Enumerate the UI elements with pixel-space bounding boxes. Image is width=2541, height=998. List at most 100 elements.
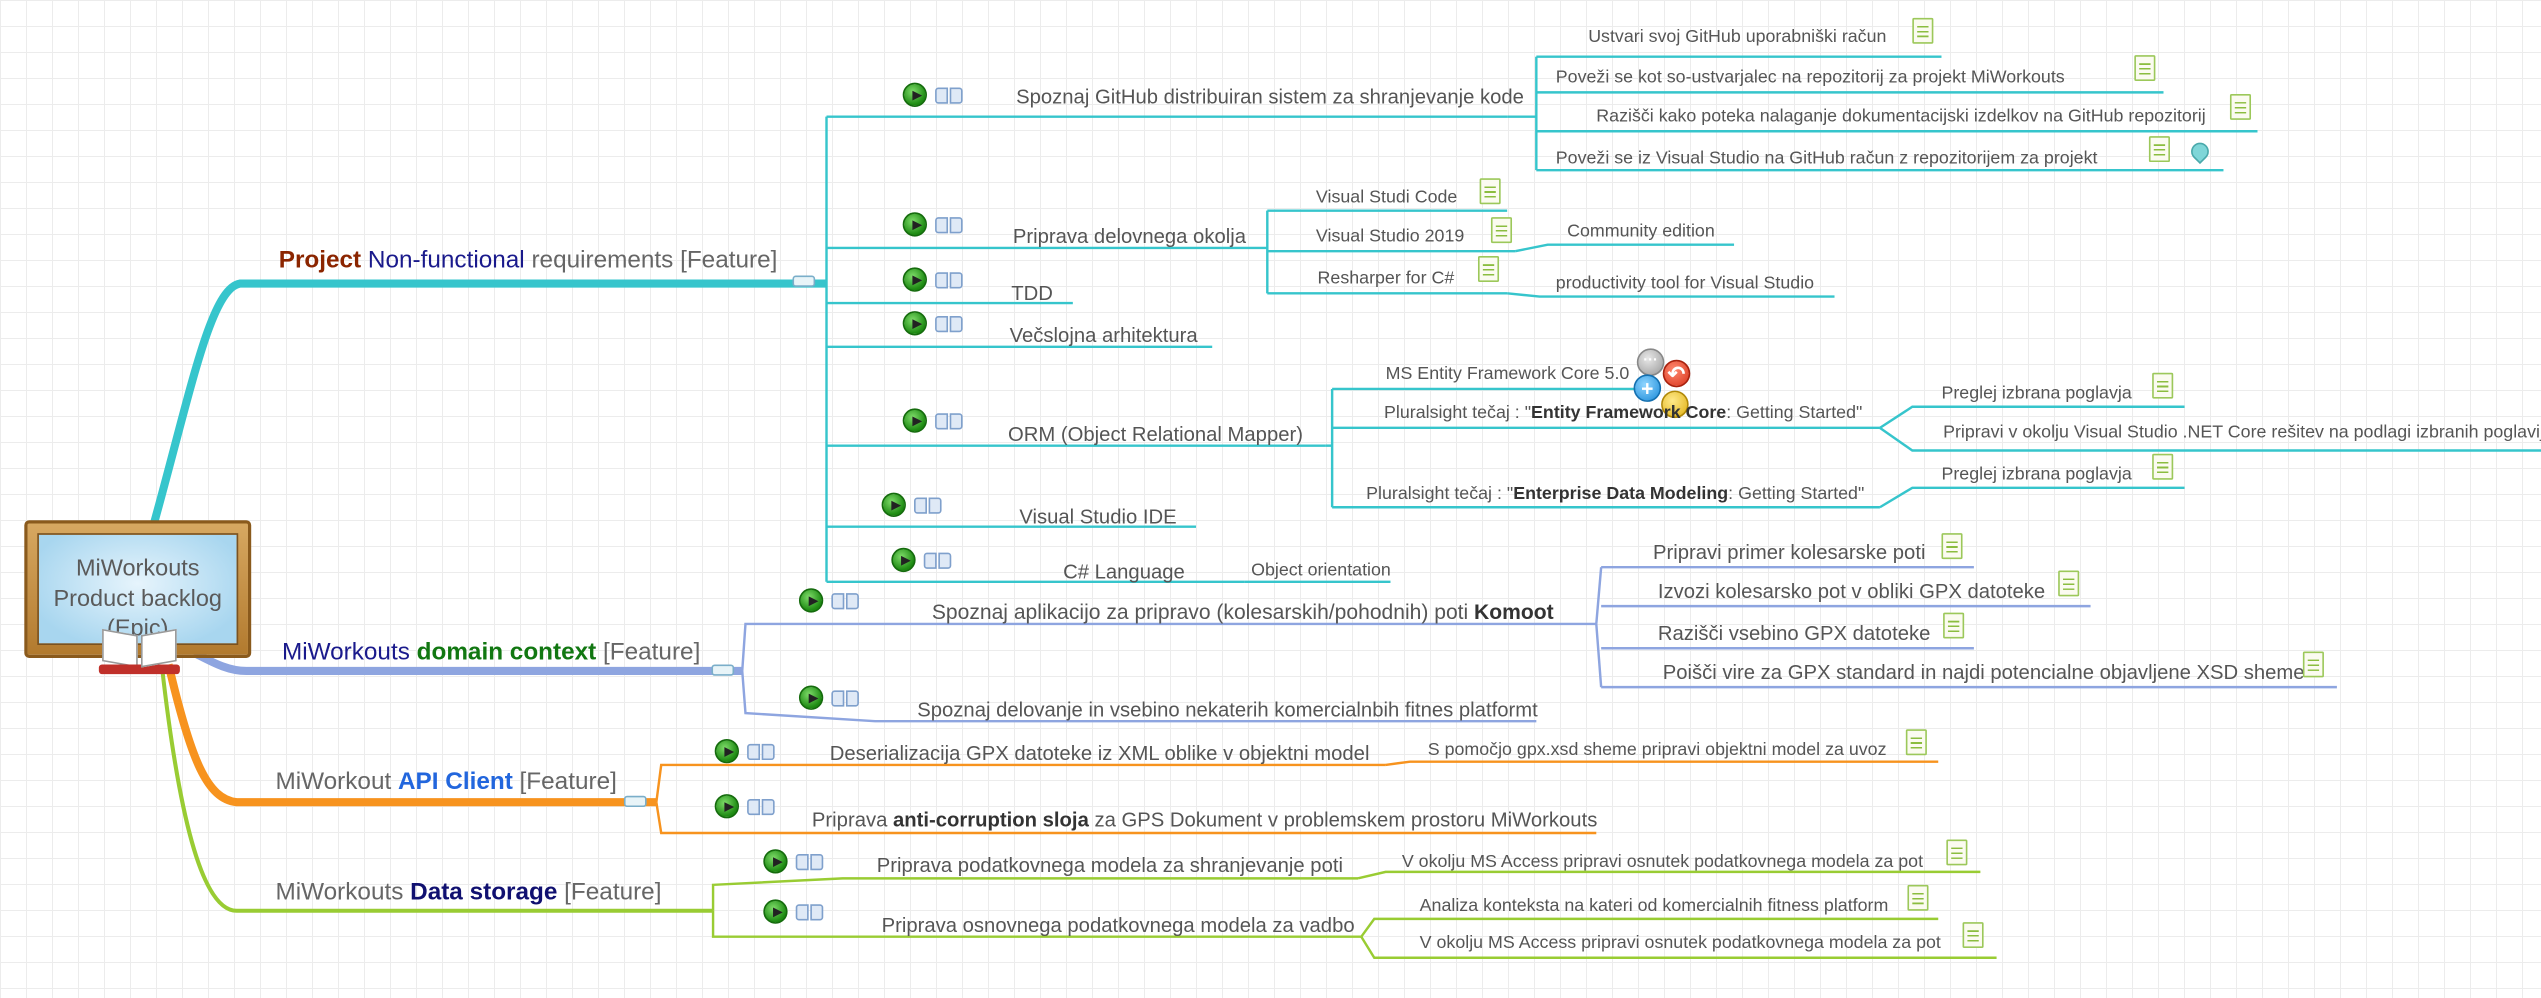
play-icon[interactable]	[714, 794, 739, 819]
book-icon[interactable]	[914, 497, 942, 516]
topic-work-environment[interactable]: Priprava delovnega okolja	[1012, 225, 1246, 248]
branch-api-client[interactable]: MiWorkout API Client [Feature]	[276, 768, 617, 797]
play-icon[interactable]	[798, 588, 824, 613]
note-icon[interactable]	[2152, 372, 2174, 399]
note-icon[interactable]	[2134, 55, 2156, 82]
undo-button[interactable]: ↶	[1662, 359, 1691, 388]
topic-fitness-platforms[interactable]: Spoznaj delovanje in vsebino nekaterih k…	[917, 698, 1538, 722]
book-icon[interactable]	[795, 854, 824, 872]
collapse-marker[interactable]	[711, 664, 735, 676]
topic-csharp-language[interactable]: C# Language	[1063, 560, 1185, 584]
detail-community-edition[interactable]: Community edition	[1567, 222, 1715, 242]
task-github-vs-connect[interactable]: Poveži se iz Visual Studio na GitHub rač…	[1555, 149, 2098, 169]
task-ms-access-route[interactable]: V okolju MS Access pripravi osnutek poda…	[1401, 852, 1924, 872]
branch-word-feature: [Feature]	[564, 878, 662, 906]
task-object-model[interactable]: S pomočjo gpx.xsd sheme pripravi objektn…	[1427, 740, 1887, 761]
task-github-collaborator[interactable]: Poveži se kot so-ustvarjalec na repozito…	[1555, 68, 2065, 88]
branch-project-requirements[interactable]: Project Non-functional requirements [Fea…	[279, 246, 778, 275]
book-icon[interactable]	[935, 217, 963, 235]
branch-word-api-client: API Client	[397, 768, 513, 796]
topic-github[interactable]: Spoznaj GitHub distribuiran sistem za sh…	[1016, 85, 1524, 109]
book-icon[interactable]	[935, 316, 963, 334]
task-fitness-context-analysis[interactable]: Analiza konteksta na kateri od komercial…	[1419, 896, 1889, 916]
task-prepare-solution[interactable]: Pripravi v okolju Visual Studio .NET Cor…	[1943, 422, 2541, 443]
add-topic-button[interactable]: +	[1633, 374, 1662, 402]
book-icon[interactable]	[831, 690, 859, 708]
topic-visual-studio-ide[interactable]: Visual Studio IDE	[1019, 505, 1177, 529]
collapse-marker[interactable]	[623, 795, 647, 808]
play-icon[interactable]	[763, 899, 788, 924]
task-github-account[interactable]: Ustvari svoj GitHub uporabniški račun	[1588, 27, 1887, 47]
subtopic-ef-core[interactable]: MS Entity Framework Core 5.0	[1385, 364, 1630, 385]
note-icon[interactable]	[1941, 533, 1963, 560]
note-icon[interactable]	[2148, 136, 2170, 163]
subtopic-resharper[interactable]: Resharper for C#	[1317, 269, 1455, 289]
topic-komoot[interactable]: Spoznaj aplikacijo za pripravo (kolesars…	[932, 600, 1554, 624]
detail-productivity-tool[interactable]: productivity tool for Visual Studio	[1555, 273, 1815, 294]
book-icon[interactable]	[747, 798, 775, 817]
note-icon[interactable]	[1907, 884, 1929, 911]
collapse-marker[interactable]	[792, 275, 816, 287]
book-icon[interactable]	[795, 904, 824, 922]
branch-data-storage[interactable]: MiWorkouts Data storage [Feature]	[276, 878, 662, 907]
note-icon[interactable]	[1946, 839, 1968, 866]
search-icon[interactable]	[1661, 390, 1689, 419]
subtopic-pluralsight-ef[interactable]: Pluralsight tečaj : "Entity Framework Co…	[1384, 402, 1862, 425]
task-review-chapters[interactable]: Preglej izbrana poglavja	[1941, 384, 2132, 404]
play-icon[interactable]	[798, 685, 824, 710]
more-actions-button[interactable]: ···	[1636, 348, 1665, 376]
text-bold: Komoot	[1474, 599, 1554, 624]
topic-deserialization[interactable]: Deserializacija GPX datoteke iz XML obli…	[829, 742, 1370, 765]
book-icon[interactable]	[923, 552, 952, 571]
note-icon[interactable]	[1477, 256, 1500, 282]
play-icon[interactable]	[891, 547, 916, 573]
book-icon[interactable]	[935, 272, 963, 290]
task-explore-gpx[interactable]: Razišči vsebino GPX datoteke	[1657, 622, 1931, 645]
map-pin-icon[interactable]	[2191, 143, 2209, 166]
topic-tdd[interactable]: TDD	[1011, 281, 1053, 305]
note-icon[interactable]	[1912, 17, 1934, 44]
topic-layered-architecture[interactable]: Večslojna arhitektura	[1009, 324, 1198, 347]
play-icon[interactable]	[902, 267, 927, 292]
note-icon[interactable]	[1479, 178, 1501, 205]
play-icon[interactable]	[763, 849, 788, 874]
note-icon[interactable]	[2229, 93, 2252, 120]
note-icon[interactable]	[2302, 651, 2324, 678]
topic-workout-data-model[interactable]: Priprava osnovnega podatkovnega modela z…	[881, 914, 1355, 937]
root-topic[interactable]: MiWorkouts Product backlog (Epic)	[24, 520, 252, 658]
play-icon[interactable]	[902, 82, 927, 107]
branch-domain-context[interactable]: MiWorkouts domain context [Feature]	[282, 639, 700, 668]
topic-route-data-model[interactable]: Priprava podatkovnega modela za shranjev…	[876, 854, 1343, 877]
topic-orm[interactable]: ORM (Object Relational Mapper)	[1008, 422, 1303, 446]
note-icon[interactable]	[1490, 217, 1513, 244]
subtopic-pluralsight-edm[interactable]: Pluralsight tečaj : "Enterprise Data Mod…	[1366, 483, 1864, 506]
note-icon[interactable]	[1962, 922, 1984, 949]
book-icon[interactable]	[935, 413, 963, 431]
play-icon[interactable]	[881, 492, 906, 517]
subtopic-vs-code[interactable]: Visual Studi Code	[1315, 187, 1458, 208]
play-icon[interactable]	[902, 311, 927, 336]
subtopic-vs-2019[interactable]: Visual Studio 2019	[1315, 226, 1465, 247]
book-icon[interactable]	[747, 743, 775, 762]
note-icon[interactable]	[1943, 612, 1965, 639]
subtopic-object-orientation[interactable]: Object orientation	[1251, 560, 1391, 581]
topic-anti-corruption-layer[interactable]: Priprava anti-corruption sloja za GPS Do…	[812, 809, 1597, 833]
task-review-chapters[interactable]: Preglej izbrana poglavja	[1941, 465, 2132, 485]
task-find-xsd[interactable]: Poišči vire za GPX standard in najdi pot…	[1662, 661, 2305, 684]
task-export-gpx[interactable]: Izvozi kolesarsko pot v obliki GPX datot…	[1657, 580, 2046, 603]
task-ms-access-workout[interactable]: V okolju MS Access pripravi osnutek poda…	[1419, 933, 1941, 953]
book-icon[interactable]	[935, 87, 963, 106]
play-icon[interactable]	[902, 212, 927, 237]
branch-word-domain-context: domain context	[416, 638, 597, 667]
book-icon[interactable]	[831, 593, 859, 611]
play-icon[interactable]	[902, 408, 927, 433]
play-icon[interactable]	[714, 738, 739, 764]
task-prepare-route[interactable]: Pripravi primer kolesarske poti	[1653, 541, 1926, 564]
branch-word-nonfunctional: Non-functional	[367, 246, 525, 274]
task-github-docs[interactable]: Razišči kako poteka nalaganje dokumentac…	[1596, 106, 2206, 127]
branch-word-project: Project	[278, 246, 362, 274]
note-icon[interactable]	[1905, 729, 1927, 756]
undo-glyph: ↶	[1667, 361, 1686, 386]
note-icon[interactable]	[2152, 453, 2174, 480]
note-icon[interactable]	[2058, 570, 2080, 597]
